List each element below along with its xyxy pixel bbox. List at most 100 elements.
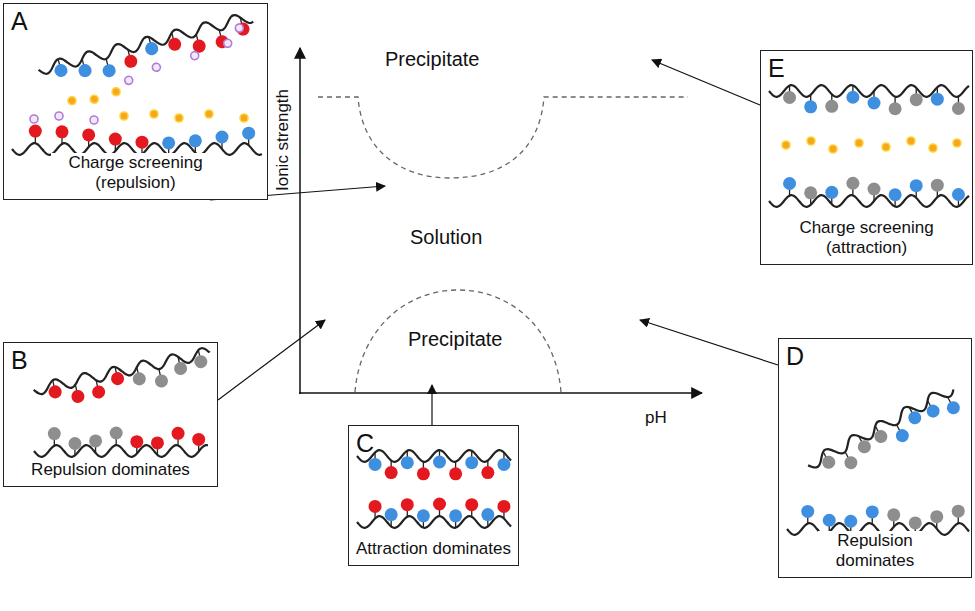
counter-ion	[90, 116, 98, 124]
caption-holder: Charge screening (attraction)	[761, 218, 972, 258]
charged-group	[844, 515, 857, 528]
axis-label: pH	[645, 408, 667, 428]
charged-group	[952, 505, 965, 518]
charged-group	[242, 127, 255, 140]
charged-group	[889, 102, 902, 115]
lower-boundary	[355, 290, 561, 392]
charged-group	[56, 125, 69, 138]
region-label: Solution	[410, 226, 482, 249]
panel-letter: E	[768, 54, 785, 83]
pointer-arrow	[652, 60, 760, 105]
region-label: Precipitate	[385, 48, 480, 71]
charged-group	[866, 505, 879, 518]
panel-caption: Charge screening (repulsion)	[51, 153, 220, 193]
counter-ion	[240, 114, 248, 122]
region-label: Precipitate	[408, 328, 503, 351]
charged-group	[173, 361, 188, 376]
charged-group	[53, 63, 69, 79]
charged-group	[70, 389, 85, 404]
charged-group	[369, 500, 382, 513]
charged-group	[193, 354, 208, 369]
charged-group	[91, 384, 106, 399]
counter-ion	[882, 143, 890, 151]
charged-group	[887, 508, 900, 521]
charged-group	[952, 188, 965, 201]
charged-group	[931, 179, 944, 192]
charged-group	[151, 436, 164, 449]
illustration-panel: E Charge screening (attraction)	[760, 50, 973, 265]
charged-group	[910, 179, 923, 192]
charged-group	[433, 456, 446, 469]
charged-group	[906, 409, 924, 427]
charged-group	[216, 131, 229, 144]
charged-group	[417, 467, 430, 480]
polymer-backbone	[769, 195, 969, 207]
upper-boundary	[318, 97, 688, 178]
charged-group	[385, 466, 398, 479]
phase-region: Solution	[300, 186, 690, 320]
phase-region: Precipitate	[372, 42, 652, 80]
charged-group	[189, 134, 202, 147]
panel-letter: C	[356, 429, 374, 458]
counter-ion	[67, 96, 77, 106]
charged-group	[804, 186, 817, 199]
charged-group	[110, 427, 123, 440]
charged-group	[68, 437, 81, 450]
illustration-panel: DRepulsion dominates	[778, 338, 972, 578]
counter-ion	[150, 110, 158, 118]
charged-group	[29, 125, 42, 138]
charged-group	[136, 136, 149, 149]
charged-group	[924, 402, 942, 420]
counter-ion	[829, 145, 837, 153]
counter-ion	[152, 62, 162, 72]
charged-group	[167, 36, 183, 52]
caption-holder: Attraction dominates	[349, 539, 518, 559]
pointer-arrow	[640, 320, 778, 365]
charged-group	[449, 509, 462, 522]
charged-group	[825, 100, 838, 113]
counter-ion	[190, 51, 200, 61]
caption-holder: Charge screening (repulsion)	[4, 153, 267, 193]
counter-ion	[30, 115, 38, 123]
y-axis	[299, 48, 301, 394]
charged-group	[952, 102, 965, 115]
counter-ion	[807, 137, 815, 145]
counter-ion	[855, 139, 863, 147]
counter-ion	[111, 87, 121, 97]
charged-group	[433, 498, 446, 511]
charged-group	[842, 454, 860, 472]
charged-group	[154, 373, 169, 388]
counter-ion	[234, 23, 244, 33]
counter-ion	[929, 144, 937, 152]
charged-group	[481, 466, 494, 479]
charged-group	[801, 505, 814, 518]
charged-group	[889, 188, 902, 201]
charged-group	[162, 136, 175, 149]
charged-group	[449, 467, 462, 480]
charged-group	[101, 63, 117, 79]
charged-group	[235, 21, 251, 37]
charged-group	[123, 53, 139, 69]
counter-ion	[55, 112, 63, 120]
illustration-panel: ACharge screening (repulsion)	[3, 3, 268, 200]
polymer-backbone	[34, 445, 208, 457]
illustration-panel: C Attraction dominates	[348, 425, 519, 566]
charged-group	[846, 177, 859, 190]
caption-holder: Repulsion dominates	[779, 531, 971, 571]
charged-group	[804, 100, 817, 113]
counter-ion	[907, 137, 915, 145]
charged-group	[192, 433, 205, 446]
charged-group	[110, 371, 125, 386]
charged-group	[401, 456, 414, 469]
panel-caption: Charge screening (attraction)	[780, 218, 954, 258]
charged-group	[385, 508, 398, 521]
charged-group	[856, 438, 874, 456]
charged-group	[931, 93, 944, 106]
charged-group	[109, 133, 122, 146]
charged-group	[783, 177, 796, 190]
charged-group	[77, 63, 93, 79]
panel-letter: B	[11, 346, 28, 375]
pointer-arrow	[218, 320, 325, 400]
counter-ion	[205, 110, 213, 118]
illustration-panel: BRepulsion dominates	[3, 342, 218, 487]
